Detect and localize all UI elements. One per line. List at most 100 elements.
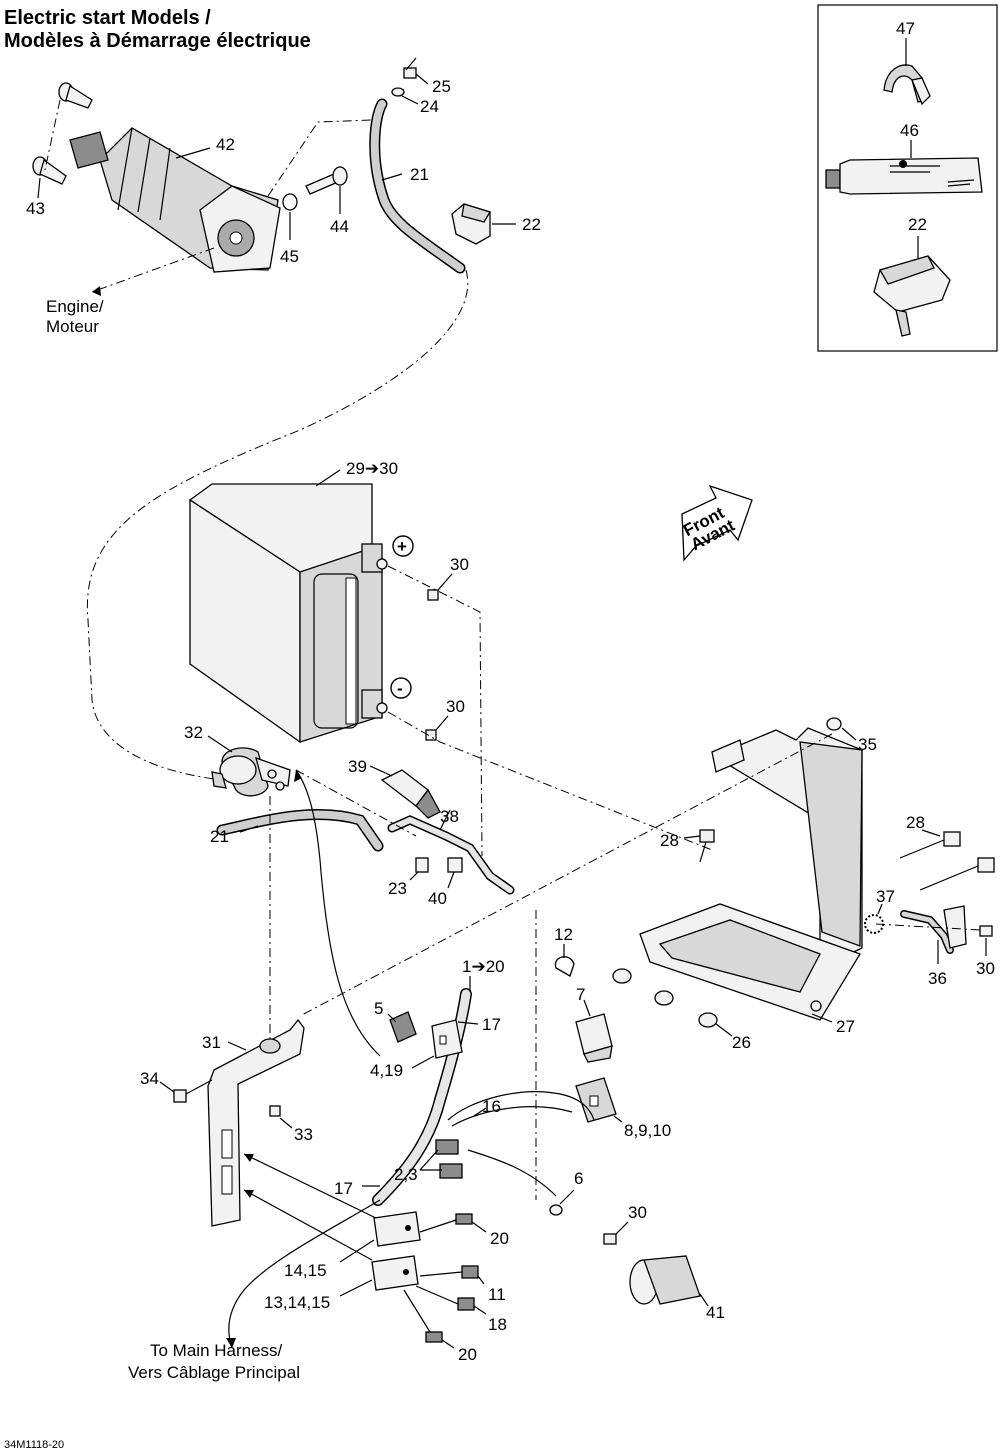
callout-47: 47 bbox=[896, 19, 915, 38]
mount-bracket-31-part bbox=[207, 1018, 305, 1227]
callout-5: 5 bbox=[374, 999, 383, 1018]
fuse-20-lower-part bbox=[425, 1331, 443, 1343]
callout-7: 7 bbox=[576, 985, 585, 1004]
fuse-18-part bbox=[457, 1297, 475, 1311]
callout-11: 11 bbox=[488, 1285, 506, 1304]
callout-6: 6 bbox=[574, 1169, 583, 1188]
connectors-2-3-part bbox=[435, 1139, 463, 1179]
fuse-block-4-19-part bbox=[431, 1019, 463, 1059]
engine-label-line1: Engine/ bbox=[46, 297, 104, 316]
solenoid-32-part bbox=[211, 747, 291, 797]
callout-21-upper: 21 bbox=[410, 165, 429, 184]
nut-35-part bbox=[826, 717, 842, 731]
washer-45-part bbox=[282, 193, 298, 211]
callout-27: 27 bbox=[836, 1017, 855, 1036]
nut-30-negative-part bbox=[425, 729, 437, 741]
relay-7-part bbox=[575, 1013, 613, 1063]
callout-39: 39 bbox=[348, 757, 367, 776]
callout-17-upper: 17 bbox=[482, 1015, 501, 1034]
callout-20-upper: 20 bbox=[490, 1229, 509, 1248]
nut-33-part bbox=[269, 1105, 281, 1117]
nut-30-ground-part bbox=[979, 925, 993, 937]
fuse-20-upper-part bbox=[455, 1213, 473, 1225]
callout-25: 25 bbox=[432, 77, 451, 96]
callout-24: 24 bbox=[420, 97, 439, 116]
bolt-43-lower-part bbox=[32, 156, 67, 185]
callout-8-9-10: 8,9,10 bbox=[624, 1121, 671, 1140]
callout-26: 26 bbox=[732, 1033, 751, 1052]
battery-29-part bbox=[188, 483, 388, 744]
callout-44: 44 bbox=[330, 217, 349, 236]
negative-terminal-sign: - bbox=[397, 679, 403, 698]
positive-terminal-icon bbox=[392, 535, 414, 557]
callout-28-left: 28 bbox=[660, 831, 679, 850]
callout-16: 16 bbox=[482, 1097, 501, 1116]
battery-tray-27-part bbox=[639, 727, 863, 1021]
eyelet-6-part bbox=[549, 1204, 563, 1216]
terminal-boot-39-part bbox=[380, 769, 441, 819]
callout-30-ground: 30 bbox=[976, 959, 995, 978]
accessory-inset-box: 47 46 22 bbox=[817, 4, 998, 352]
clip-22-detail-part bbox=[873, 255, 951, 337]
bolt-43-upper-part bbox=[58, 82, 93, 109]
nut-30-positive-part bbox=[427, 589, 439, 601]
negative-terminal-icon bbox=[390, 677, 412, 699]
front-direction-arrow-icon: Front Avant bbox=[680, 484, 753, 562]
bolt-44-part bbox=[305, 166, 348, 195]
callout-30-accessory: 30 bbox=[628, 1203, 647, 1222]
callout-18: 18 bbox=[488, 1315, 507, 1334]
callout-40: 40 bbox=[428, 889, 447, 908]
callout-45: 45 bbox=[280, 247, 299, 266]
callout-22: 22 bbox=[522, 215, 541, 234]
main-harness-label-line2: Vers Câblage Principal bbox=[128, 1363, 300, 1382]
callout-30-negative: 30 bbox=[446, 697, 465, 716]
engine-label-line2: Moteur bbox=[46, 317, 99, 336]
washer-24-part bbox=[391, 87, 405, 97]
positive-terminal-sign: + bbox=[397, 537, 407, 556]
callout-37: 37 bbox=[876, 887, 895, 906]
callout-34: 34 bbox=[140, 1069, 159, 1088]
callout-38: 38 bbox=[440, 807, 459, 826]
callout-20-lower: 20 bbox=[458, 1345, 477, 1364]
callout-36: 36 bbox=[928, 969, 947, 988]
fuse-11-part bbox=[461, 1265, 479, 1279]
grommets-26-part bbox=[612, 968, 718, 1028]
compound-tube-46-part bbox=[825, 157, 983, 195]
callout-12: 12 bbox=[554, 925, 573, 944]
callout-33: 33 bbox=[294, 1125, 313, 1144]
callout-14-15: 14,15 bbox=[284, 1261, 327, 1280]
callout-13-14-15: 13,14,15 bbox=[264, 1293, 330, 1312]
starter-motor-42-part bbox=[69, 127, 281, 273]
callout-4-19: 4,19 bbox=[370, 1061, 403, 1080]
callout-17-lower: 17 bbox=[334, 1179, 353, 1198]
fuse-holder-14-15-part bbox=[373, 1211, 421, 1247]
callout-35: 35 bbox=[858, 735, 877, 754]
fuse-holder-13-14-15-part bbox=[371, 1255, 419, 1291]
relay-socket-8-9-10-part bbox=[575, 1077, 617, 1123]
callout-22-detail: 22 bbox=[908, 215, 927, 234]
diagram-title-line2: Modèles à Démarrage électrique bbox=[4, 30, 311, 52]
connector-5-part bbox=[389, 1011, 417, 1043]
callout-42: 42 bbox=[216, 135, 235, 154]
callout-41: 41 bbox=[706, 1303, 725, 1322]
starter-cable-21-upper-part bbox=[369, 98, 466, 274]
nut-23-part bbox=[415, 857, 429, 873]
nut-40-part bbox=[447, 857, 463, 873]
callout-21-lower: 21 bbox=[210, 827, 229, 846]
callout-28-right: 28 bbox=[906, 813, 925, 832]
callout-46: 46 bbox=[900, 121, 919, 140]
callout-1-20: 1➔20 bbox=[462, 957, 505, 976]
callout-43: 43 bbox=[26, 199, 45, 218]
nut-30-accessory-part bbox=[603, 1233, 617, 1245]
clip-22-part bbox=[451, 203, 491, 245]
callout-23: 23 bbox=[388, 879, 407, 898]
callout-29-30: 29➔30 bbox=[346, 459, 398, 478]
cable-tie-12-part bbox=[554, 956, 575, 977]
clip-47-part bbox=[883, 64, 931, 106]
bolt-28-right-lower-part bbox=[919, 857, 995, 891]
main-harness-label-line1: To Main Harness/ bbox=[150, 1341, 283, 1360]
nut-25-part bbox=[403, 67, 417, 79]
drawing-code: 34M1118-20 bbox=[4, 1439, 64, 1451]
callout-2-3: 2,3 bbox=[394, 1165, 418, 1184]
